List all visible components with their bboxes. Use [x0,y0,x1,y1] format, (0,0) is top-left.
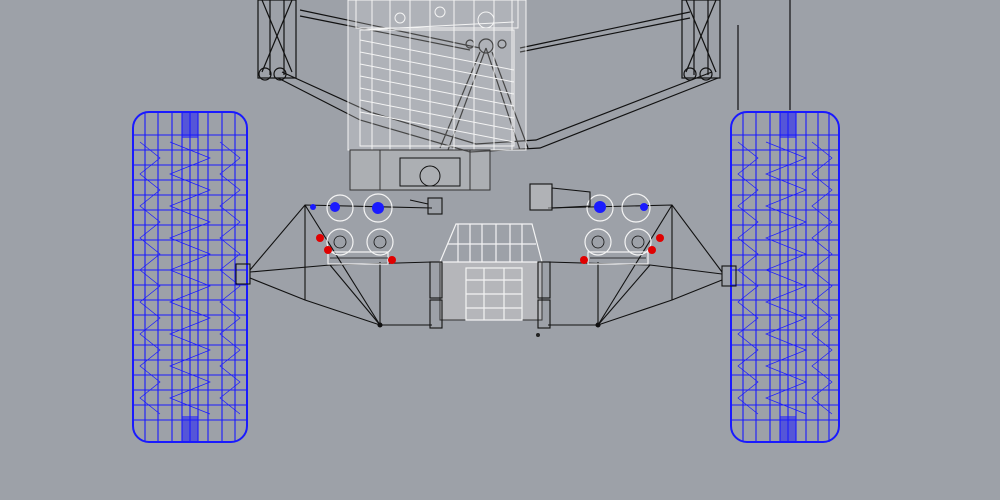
right-suspension-arms [547,204,737,328]
left-upper-mount [409,197,443,215]
engine-block [347,0,527,151]
frame-joint-nodes [258,38,713,81]
right-brake-assembly[interactable] [580,193,664,265]
right-upper-mount [529,183,591,211]
origin-dot-icon [536,333,540,337]
engine-oil-pan [349,149,491,191]
differential-housing[interactable] [429,223,551,329]
left-brake-assembly[interactable] [310,193,396,265]
left-wheel[interactable] [132,111,248,443]
left-suspension-arms [235,204,433,328]
right-wheel[interactable] [730,111,840,443]
